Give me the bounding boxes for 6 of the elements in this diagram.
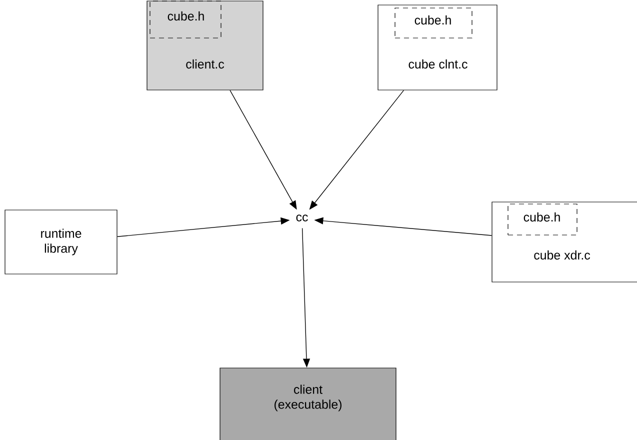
header-box: cube.h bbox=[150, 0, 222, 38]
compiler-label: cc bbox=[296, 214, 308, 222]
file-box: runtime library bbox=[4, 210, 118, 274]
header-box: cube.h bbox=[508, 204, 578, 236]
header-box: cube.h bbox=[394, 8, 472, 38]
file-box: client (executable) bbox=[220, 368, 396, 440]
